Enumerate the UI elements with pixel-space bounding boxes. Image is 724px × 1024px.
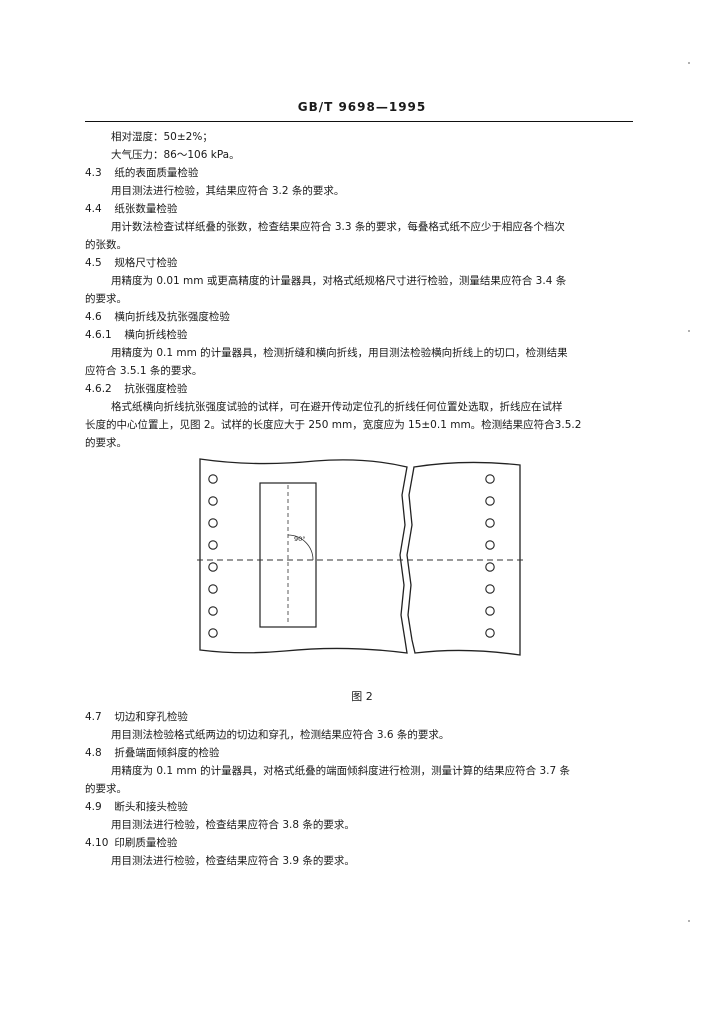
sprocket-hole bbox=[485, 606, 495, 616]
section-number: 4.10 bbox=[85, 837, 109, 849]
sprocket-hole bbox=[485, 628, 495, 638]
section-body-4-6-2-line2: 长度的中心位置上，见图 2。试样的长度应大于 250 mm，宽度应为 15±0.… bbox=[85, 419, 582, 431]
section-number: 4.4 bbox=[85, 203, 102, 215]
section-body-4-7: 用目测法检验格式纸两边的切边和穿孔，检测结果应符合 3.6 条的要求。 bbox=[111, 729, 450, 741]
section-number: 4.8 bbox=[85, 747, 102, 759]
section-title: 纸张数量检验 bbox=[114, 203, 178, 215]
section-body-4-3: 用目测法进行检验，其结果应符合 3.2 条的要求。 bbox=[111, 185, 345, 197]
header-rule bbox=[85, 121, 633, 122]
section-body-4-6-1-line2: 应符合 3.5.1 条的要求。 bbox=[85, 365, 203, 377]
angle-label: 90° bbox=[294, 535, 306, 543]
section-heading-4-6-2: 4.6.2 抗张强度检验 bbox=[85, 382, 187, 396]
section-body-4-5-line2: 的要求。 bbox=[85, 293, 127, 305]
section-title: 抗张强度检验 bbox=[124, 383, 188, 395]
scan-speck bbox=[688, 330, 690, 332]
right-sprocket-holes bbox=[485, 474, 495, 638]
section-heading-4-9: 4.9 断头和接头检验 bbox=[85, 800, 188, 814]
running-header: GB/T 9698—1995 bbox=[297, 100, 427, 114]
section-heading-4-4: 4.4 纸张数量检验 bbox=[85, 202, 177, 216]
section-body-4-6-2-line1: 格式纸横向折线抗张强度试验的试样，可在避开传动定位孔的折线任何位置处选取，折线应… bbox=[111, 401, 563, 413]
section-heading-4-6-1: 4.6.1 横向折线检验 bbox=[85, 328, 187, 342]
section-title: 印刷质量检验 bbox=[114, 837, 178, 849]
section-body-4-5-line1: 用精度为 0.01 mm 或更高精度的计量器具，对格式纸规格尺寸进行检验，测量结… bbox=[111, 275, 567, 287]
sprocket-hole bbox=[208, 562, 218, 572]
pressure-line: 大气压力：86～106 kPa。 bbox=[111, 149, 240, 161]
section-body-4-10: 用目测法进行检验，检查结果应符合 3.9 条的要求。 bbox=[111, 855, 355, 867]
section-body-4-6-1-line1: 用精度为 0.1 mm 的计量器具，检测折缝和横向折线，用目测法检验横向折线上的… bbox=[111, 347, 568, 359]
sprocket-hole bbox=[208, 540, 218, 550]
section-heading-4-7: 4.7 切边和穿孔检验 bbox=[85, 710, 188, 724]
section-body-4-9: 用目测法进行检验，检查结果应符合 3.8 条的要求。 bbox=[111, 819, 355, 831]
scan-speck bbox=[688, 920, 690, 922]
section-title: 断头和接头检验 bbox=[114, 801, 188, 813]
section-title: 横向折线检验 bbox=[124, 329, 188, 341]
sprocket-hole bbox=[208, 496, 218, 506]
section-title: 切边和穿孔检验 bbox=[114, 711, 188, 723]
sprocket-hole bbox=[208, 606, 218, 616]
section-title: 纸的表面质量检验 bbox=[114, 167, 199, 179]
section-heading-4-3: 4.3 纸的表面质量检验 bbox=[85, 166, 198, 180]
scan-speck bbox=[688, 62, 690, 64]
section-body-4-6-2-line3: 的要求。 bbox=[85, 437, 127, 449]
section-body-4-8-line2: 的要求。 bbox=[85, 783, 127, 795]
sprocket-hole bbox=[485, 540, 495, 550]
specimen-strip bbox=[259, 482, 317, 628]
section-number: 4.6.1 bbox=[85, 329, 112, 341]
sheet-right-outline bbox=[406, 461, 521, 656]
section-heading-4-5: 4.5 规格尺寸检验 bbox=[85, 256, 177, 270]
sprocket-hole bbox=[208, 518, 218, 528]
section-number: 4.5 bbox=[85, 257, 102, 269]
sprocket-hole bbox=[485, 474, 495, 484]
sprocket-hole bbox=[485, 562, 495, 572]
section-heading-4-8: 4.8 折叠端面倾斜度的检验 bbox=[85, 746, 219, 760]
right-angle-arc bbox=[287, 534, 314, 561]
sprocket-hole bbox=[485, 584, 495, 594]
sprocket-hole bbox=[208, 474, 218, 484]
section-title: 规格尺寸检验 bbox=[114, 257, 178, 269]
figure-caption: 图 2 bbox=[351, 690, 373, 703]
sprocket-hole bbox=[485, 518, 495, 528]
section-heading-4-6: 4.6 横向折线及抗张强度检验 bbox=[85, 310, 230, 324]
section-number: 4.9 bbox=[85, 801, 102, 813]
section-number: 4.6 bbox=[85, 311, 102, 323]
section-number: 4.6.2 bbox=[85, 383, 112, 395]
humidity-line: 相对湿度：50±2%； bbox=[111, 131, 213, 143]
section-number: 4.3 bbox=[85, 167, 102, 179]
sprocket-hole bbox=[208, 584, 218, 594]
section-title: 横向折线及抗张强度检验 bbox=[114, 311, 230, 323]
section-body-4-4-line2: 的张数。 bbox=[85, 239, 127, 251]
sprocket-hole bbox=[485, 496, 495, 506]
section-body-4-4-line1: 用计数法检查试样纸叠的张数，检查结果应符合 3.3 条的要求，每叠格式纸不应少于… bbox=[111, 221, 565, 233]
section-number: 4.7 bbox=[85, 711, 102, 723]
sheet-left-outline bbox=[199, 458, 408, 654]
sprocket-hole bbox=[208, 628, 218, 638]
section-heading-4-10: 4.10 印刷质量检验 bbox=[85, 836, 177, 850]
left-sprocket-holes bbox=[208, 474, 218, 638]
figure-2-specimen-diagram: 90° bbox=[197, 458, 527, 656]
section-title: 折叠端面倾斜度的检验 bbox=[114, 747, 220, 759]
section-body-4-8-line1: 用精度为 0.1 mm 的计量器具，对格式纸叠的端面倾斜度进行检测，测量计算的结… bbox=[111, 765, 571, 777]
